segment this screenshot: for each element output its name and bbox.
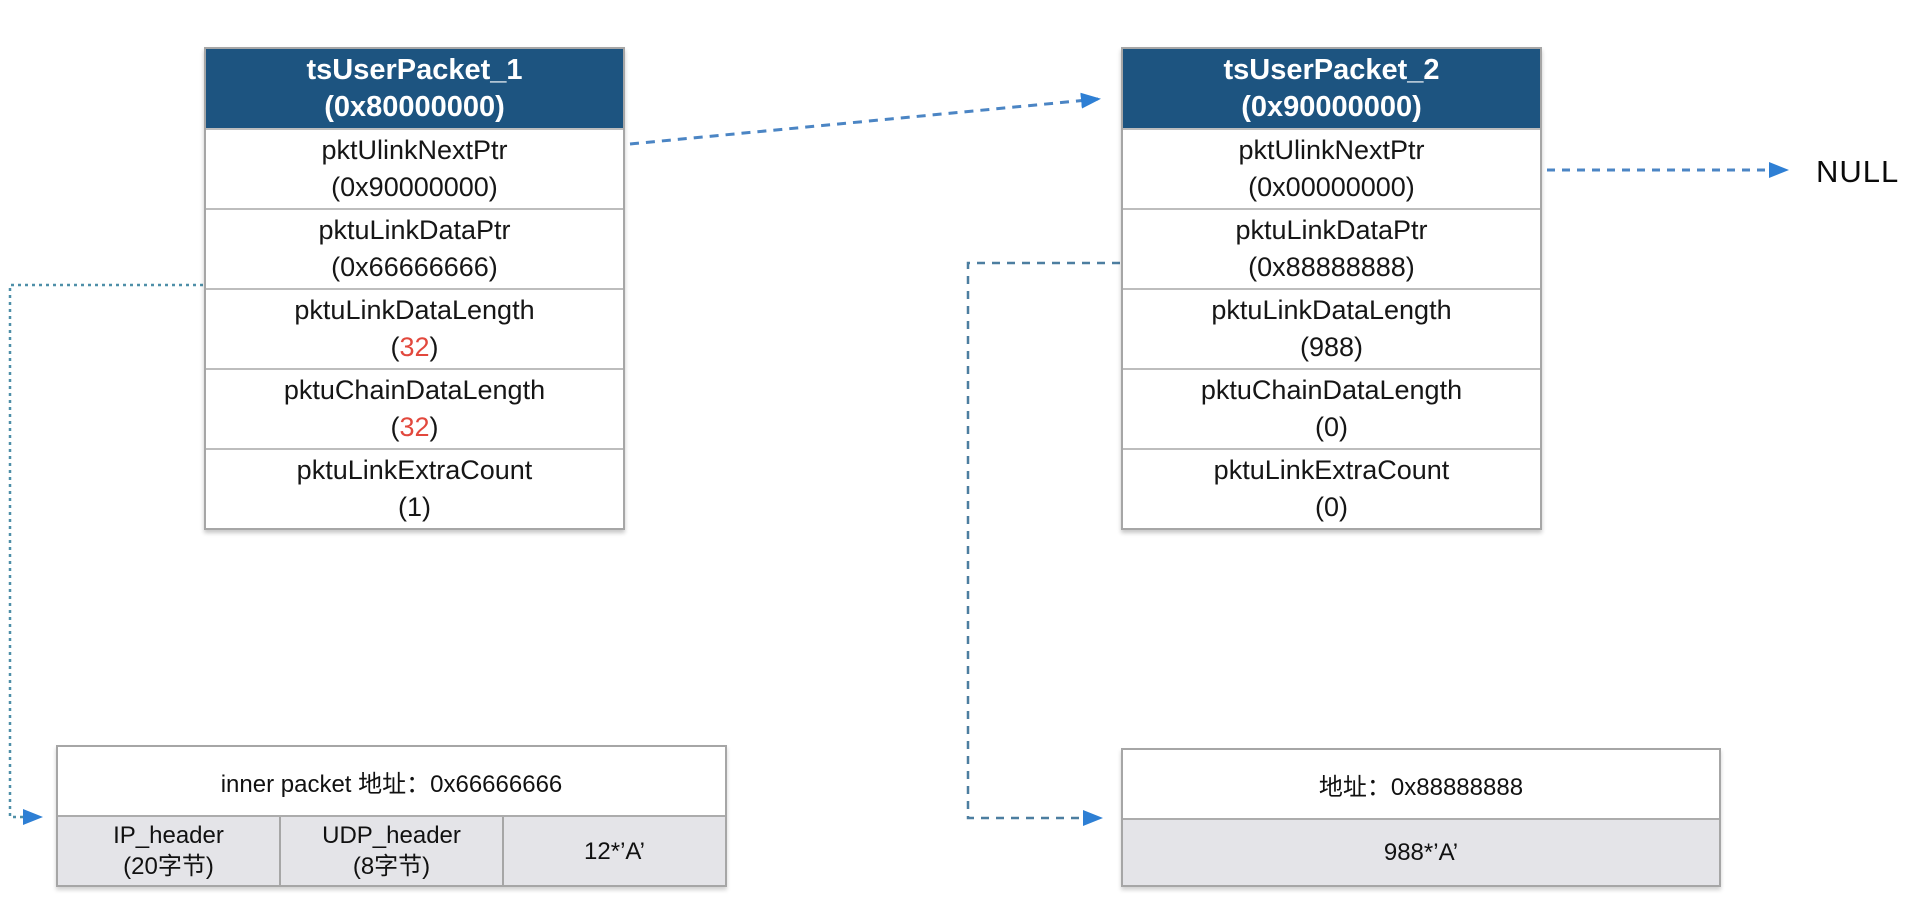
paren-close: ) <box>429 412 439 442</box>
packet1-row-pktuLinkExtraCount: pktuLinkExtraCount (1) <box>206 448 623 528</box>
field-value: (0x88888888) <box>1248 252 1415 282</box>
buffer2-box: 地址：0x88888888 988*’A’ <box>1121 748 1721 887</box>
packet1-header: tsUserPacket_1 (0x80000000) <box>206 49 623 128</box>
packet2-title: tsUserPacket_2 <box>1223 53 1440 86</box>
arrow-packet1-dataptr-to-buffer1 <box>8 283 203 825</box>
field-value: (32) <box>206 329 623 366</box>
field-label: pktuLinkExtraCount <box>296 455 533 485</box>
packet2-row-pktUlinkNextPtr: pktUlinkNextPtr (0x00000000) <box>1123 128 1540 208</box>
packet1-row-pktuChainDataLength: pktuChainDataLength (32) <box>206 368 623 448</box>
buffer1-cell-ip-header: IP_header (20字节) <box>58 817 279 885</box>
segment-size: (20字节) <box>123 853 214 880</box>
buffer2-address: 地址：0x88888888 <box>1123 750 1719 818</box>
arrow-packet1-next-to-packet2 <box>629 92 1101 146</box>
buffer1-cell-udp-header: UDP_header (8字节) <box>279 817 502 885</box>
packet1-address: (0x80000000) <box>324 90 505 123</box>
buffer1-cell-payload: 12*’A’ <box>502 817 725 885</box>
field-label: pktuLinkExtraCount <box>1213 455 1450 485</box>
packet2-row-pktuLinkDataPtr: pktuLinkDataPtr (0x88888888) <box>1123 208 1540 288</box>
field-value-red: 32 <box>399 412 430 442</box>
field-value: (0) <box>1315 412 1348 442</box>
field-label: pktuLinkDataPtr <box>1235 215 1428 245</box>
paren-open: ( <box>390 332 400 362</box>
packet1-row-pktuLinkDataPtr: pktuLinkDataPtr (0x66666666) <box>206 208 623 288</box>
field-label: pktuLinkDataLength <box>1211 295 1452 325</box>
field-value-red: 32 <box>399 332 430 362</box>
buffer1-address: inner packet 地址：0x66666666 <box>58 747 725 815</box>
null-label: NULL <box>1816 154 1900 189</box>
segment-name: IP_header <box>113 822 224 849</box>
packet2-header: tsUserPacket_2 (0x90000000) <box>1123 49 1540 128</box>
field-value: (0x00000000) <box>1248 172 1415 202</box>
buffer2-segments: 988*’A’ <box>1123 818 1719 885</box>
field-value: (0x66666666) <box>331 252 498 282</box>
field-label: pktUlinkNextPtr <box>1238 135 1425 165</box>
packet2-row-pktuLinkExtraCount: pktuLinkExtraCount (0) <box>1123 448 1540 528</box>
paren-open: ( <box>390 412 400 442</box>
packet1-title: tsUserPacket_1 <box>306 53 523 86</box>
packet1-table: tsUserPacket_1 (0x80000000) pktUlinkNext… <box>204 47 625 530</box>
arrow-packet2-dataptr-to-buffer2 <box>966 261 1120 826</box>
buffer1-box: inner packet 地址：0x66666666 IP_header (20… <box>56 745 727 887</box>
field-value: (32) <box>206 409 623 446</box>
packet2-address: (0x90000000) <box>1241 90 1422 123</box>
buffer1-segments: IP_header (20字节) UDP_header (8字节) 12*’A’ <box>58 815 725 885</box>
segment-size: (8字节) <box>352 853 431 880</box>
segment-name: 12*’A’ <box>584 837 645 865</box>
field-label: pktUlinkNextPtr <box>321 135 508 165</box>
paren-close: ) <box>429 332 439 362</box>
field-value: (0) <box>1315 492 1348 522</box>
field-label: pktuChainDataLength <box>283 375 546 405</box>
packet2-table: tsUserPacket_2 (0x90000000) pktUlinkNext… <box>1121 47 1542 530</box>
field-label: pktuLinkDataLength <box>294 295 535 325</box>
field-label: pktuChainDataLength <box>1200 375 1463 405</box>
packet2-row-pktuChainDataLength: pktuChainDataLength (0) <box>1123 368 1540 448</box>
field-label: pktuLinkDataPtr <box>318 215 511 245</box>
field-value: (988) <box>1299 332 1364 362</box>
packet1-row-pktuLinkDataLength: pktuLinkDataLength (32) <box>206 288 623 368</box>
segment-name: UDP_header <box>322 822 461 849</box>
packet2-row-pktuLinkDataLength: pktuLinkDataLength (988) <box>1123 288 1540 368</box>
field-value: (1) <box>398 492 431 522</box>
packet1-row-pktUlinkNextPtr: pktUlinkNextPtr (0x90000000) <box>206 128 623 208</box>
buffer2-cell-payload: 988*’A’ <box>1383 839 1459 866</box>
field-value: (0x90000000) <box>331 172 498 202</box>
